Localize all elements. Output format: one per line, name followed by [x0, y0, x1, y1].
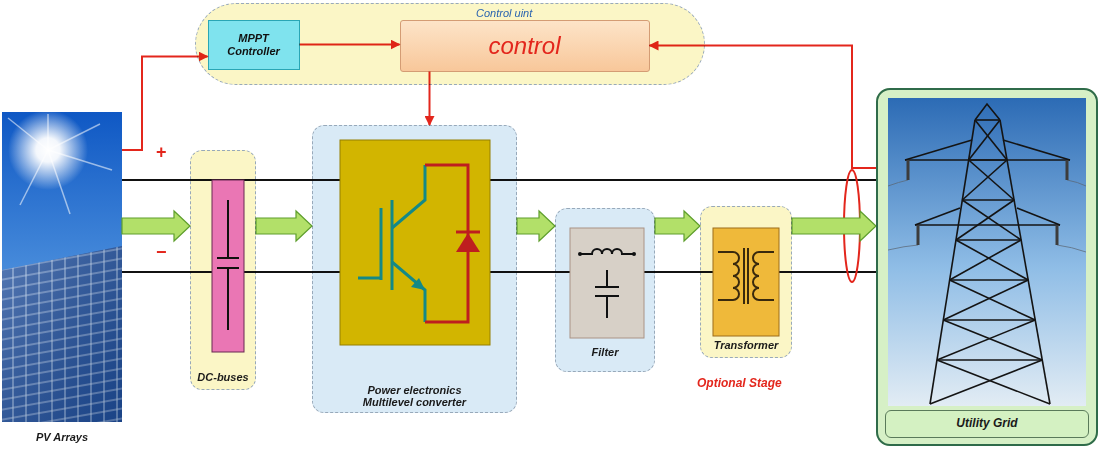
converter-region: Power electronics Multilevel converter: [312, 125, 517, 413]
grid-sky: [888, 98, 1086, 406]
power-flow-arrow: [792, 211, 876, 241]
transformer-region: Transformer: [700, 206, 792, 358]
control-unit-region: Control uintMPPT Controller control: [195, 3, 705, 85]
node-label: Power electronics Multilevel converter: [352, 384, 477, 409]
polarity-sign: +: [156, 143, 167, 163]
lattice-tower: [956, 240, 1028, 280]
lattice-tower: [915, 208, 960, 225]
lattice-tower: [969, 160, 1014, 200]
node-label: MPPT Controller: [218, 32, 290, 57]
lattice-tower: [962, 200, 1021, 240]
lattice-tower: [962, 199, 1014, 201]
lattice-tower: [975, 104, 1000, 120]
lattice-tower: [905, 159, 1070, 161]
lattice-tower: [930, 360, 1042, 404]
power-lines: [888, 245, 918, 250]
sun: [8, 110, 88, 190]
power-flow-arrow: [655, 211, 700, 241]
control-signal-line: [122, 57, 208, 151]
insulator: [1056, 225, 1059, 245]
polarity-sign: −: [156, 243, 167, 263]
lattice-tower: [975, 120, 1007, 160]
node-label: control: [488, 32, 560, 60]
mppt-controller-box: MPPT Controller: [208, 20, 300, 70]
insulator: [1066, 160, 1069, 180]
insulator: [917, 225, 920, 245]
lattice-tower: [937, 359, 1042, 361]
utility-grid-frame: Utility Grid: [876, 88, 1098, 446]
utility-grid-photo: [876, 88, 1098, 446]
power-lines: [888, 180, 1086, 252]
pv-array-photo: [2, 110, 122, 422]
power-flow-arrow: [122, 211, 190, 241]
grid-label-bar: Utility Grid: [885, 410, 1089, 438]
lattice-tower: [1003, 140, 1070, 160]
dc-bus-region: DC-buses: [190, 150, 256, 390]
solar-panel: [2, 246, 122, 422]
power-flow-arrow: [256, 211, 312, 241]
control-box: control: [400, 20, 650, 72]
lattice-tower: [943, 280, 1028, 320]
insulator: [907, 160, 910, 180]
lattice-tower: [937, 360, 1050, 404]
lattice-tower: [937, 320, 1035, 360]
lattice-tower: [950, 280, 1036, 320]
lattice-tower: [962, 160, 1007, 200]
lattice-tower: [969, 120, 1000, 160]
lattice-tower: [930, 120, 975, 404]
power-lines: [1057, 245, 1086, 252]
insulator: [908, 160, 1067, 245]
lattice-tower: [1017, 208, 1060, 225]
lattice-tower: [905, 104, 1070, 404]
filter-region: Filter: [555, 208, 655, 372]
lattice-tower: [915, 224, 1060, 226]
lattice-tower: [943, 319, 1035, 321]
power-lines: [1067, 180, 1086, 186]
power-flow-arrow: [517, 211, 555, 241]
grid-frame: [876, 88, 1098, 446]
pv-array-picture: PV Arrays: [2, 112, 122, 448]
node-label: DC-buses: [197, 371, 248, 384]
lattice-tower: [1000, 120, 1050, 404]
lattice-tower: [950, 240, 1022, 280]
node-label: PV Arrays: [36, 431, 88, 444]
lattice-tower: [956, 200, 1014, 240]
panel-shade: [2, 246, 122, 422]
lattice-tower: [943, 320, 1042, 360]
lattice-tower: [950, 279, 1029, 281]
node-label: Filter: [592, 346, 619, 359]
power-lines: [888, 180, 908, 186]
lattice-tower: [905, 140, 972, 160]
lattice-tower: [956, 239, 1021, 241]
optional-stage-note: Optional Stage: [697, 377, 782, 390]
node-label: Transformer: [714, 339, 779, 352]
node-label: Control uint: [476, 7, 532, 20]
lattice-tower: [975, 119, 1000, 121]
